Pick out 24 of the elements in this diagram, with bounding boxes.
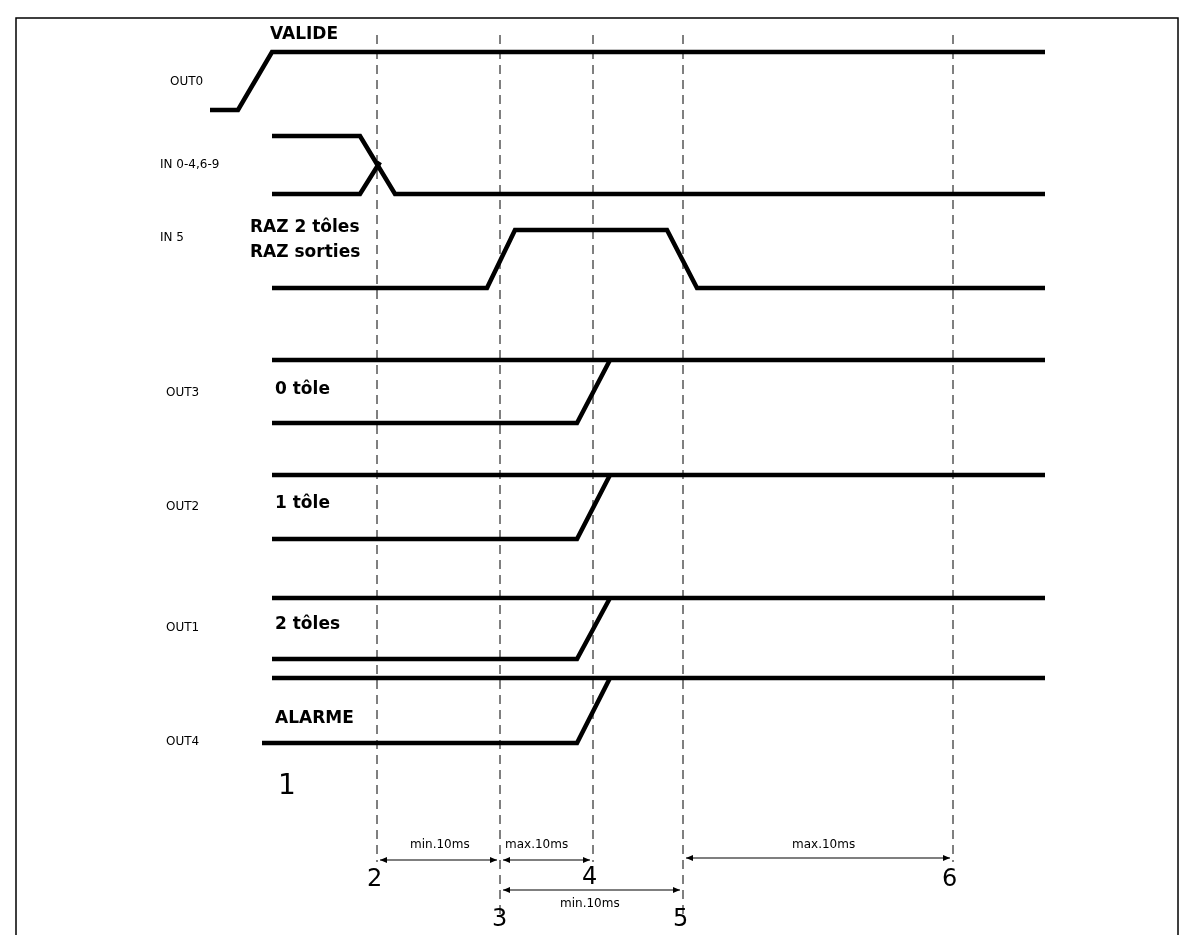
signal-name: IN 0-4,6-9	[160, 158, 220, 172]
signal-name: OUT4	[166, 735, 200, 749]
signal-state-label: 1 tôle	[275, 492, 330, 512]
duration-label: max.10ms	[792, 838, 856, 852]
signal-state-label: 0 tôle	[275, 378, 330, 398]
event-number: 5	[673, 904, 689, 932]
signal-name: OUT0	[170, 75, 204, 89]
event-number: 6	[942, 864, 958, 892]
signal-name: OUT3	[166, 386, 200, 400]
signal-state-label: RAZ 2 tôles	[250, 216, 360, 236]
event-number: 4	[582, 862, 598, 890]
event-number: 3	[492, 904, 508, 932]
duration-label: min.10ms	[560, 897, 620, 911]
event-number: 1	[278, 769, 296, 801]
signal-name: IN 5	[160, 231, 184, 245]
signal-name: OUT2	[166, 500, 200, 514]
event-number: 2	[367, 864, 383, 892]
duration-label: min.10ms	[410, 838, 470, 852]
signal-state-label: RAZ sorties	[250, 241, 361, 261]
signal-state-label: VALIDE	[270, 23, 339, 43]
signal-name: OUT1	[166, 621, 200, 635]
duration-label: max.10ms	[505, 838, 569, 852]
signal-state-label: 2 tôles	[275, 613, 341, 633]
signal-state-label: ALARME	[275, 707, 354, 727]
